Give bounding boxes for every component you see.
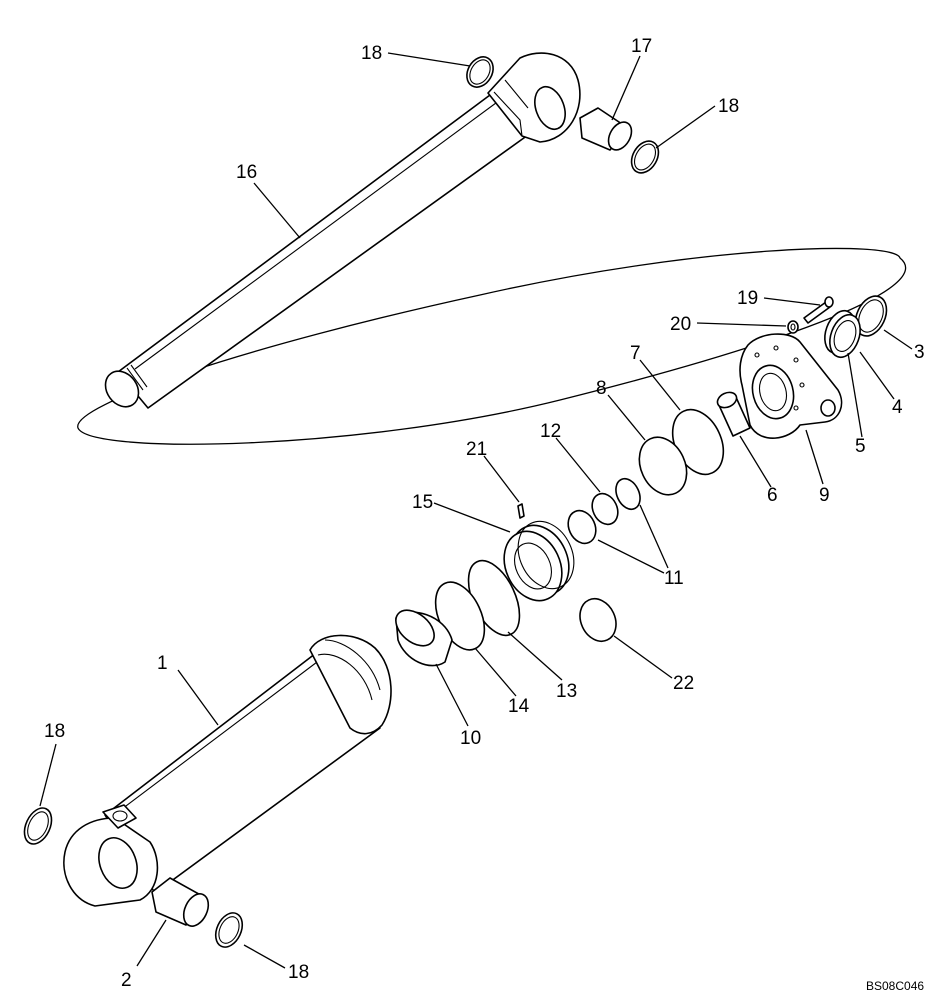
leader-lines: [39, 52, 913, 969]
callout-16: 16: [236, 162, 257, 183]
callout-21: 21: [466, 439, 487, 460]
group-outline-ellipse: [77, 247, 907, 445]
bolt-19[interactable]: [803, 296, 834, 324]
seal-ring-18-top[interactable]: [462, 52, 499, 92]
bushing-6[interactable]: [715, 389, 751, 437]
callout-19: 19: [737, 288, 758, 309]
wiper-ring-3[interactable]: [849, 291, 892, 341]
cylinder-head-9[interactable]: [739, 333, 843, 439]
callout-12: 12: [540, 421, 561, 442]
callout-17: 17: [631, 36, 652, 57]
bushing-2[interactable]: [151, 877, 213, 930]
callout-numbers: 18 17 18 16 19 20 3 7 8 4 12 5 21 6 9 15…: [44, 36, 925, 991]
callout-18-top: 18: [361, 43, 382, 64]
callout-18-left: 18: [44, 721, 65, 742]
callout-7: 7: [630, 343, 641, 364]
drawing-code: BS08C046: [866, 979, 924, 993]
callout-1: 1: [157, 653, 168, 674]
bushing-17[interactable]: [579, 107, 636, 154]
callout-20: 20: [670, 314, 691, 335]
seal-ring-18-left[interactable]: [19, 804, 57, 849]
piston-rod-16[interactable]: [99, 52, 581, 413]
callout-4: 4: [892, 397, 903, 418]
callout-6: 6: [767, 485, 778, 506]
callout-13: 13: [556, 681, 577, 702]
backup-ring-11b[interactable]: [563, 506, 601, 548]
callout-5: 5: [855, 436, 866, 457]
callout-22: 22: [673, 673, 694, 694]
callout-8: 8: [596, 378, 607, 399]
seal-ring-12[interactable]: [587, 489, 622, 528]
callout-11: 11: [664, 568, 684, 589]
callout-18-right: 18: [718, 96, 739, 117]
callout-9: 9: [819, 485, 830, 506]
callout-2: 2: [121, 970, 132, 991]
backup-ring-11a[interactable]: [611, 475, 644, 513]
wear-band-10[interactable]: [389, 603, 453, 667]
callout-15: 15: [412, 492, 433, 513]
set-screw-21[interactable]: [517, 503, 525, 519]
callout-14: 14: [508, 696, 530, 717]
piston-15[interactable]: [493, 512, 584, 610]
o-ring-22[interactable]: [573, 593, 622, 647]
callout-18-bottom: 18: [288, 962, 309, 983]
seal-ring-18-right[interactable]: [626, 136, 664, 177]
callout-3: 3: [914, 342, 925, 363]
rod-seal-4-5[interactable]: [819, 307, 865, 362]
cylinder-barrel-1[interactable]: [63, 634, 392, 907]
o-ring-8[interactable]: [630, 430, 695, 503]
washer-20[interactable]: [787, 320, 799, 334]
callout-10: 10: [460, 728, 481, 749]
seal-ring-18-bottom[interactable]: [211, 909, 248, 952]
